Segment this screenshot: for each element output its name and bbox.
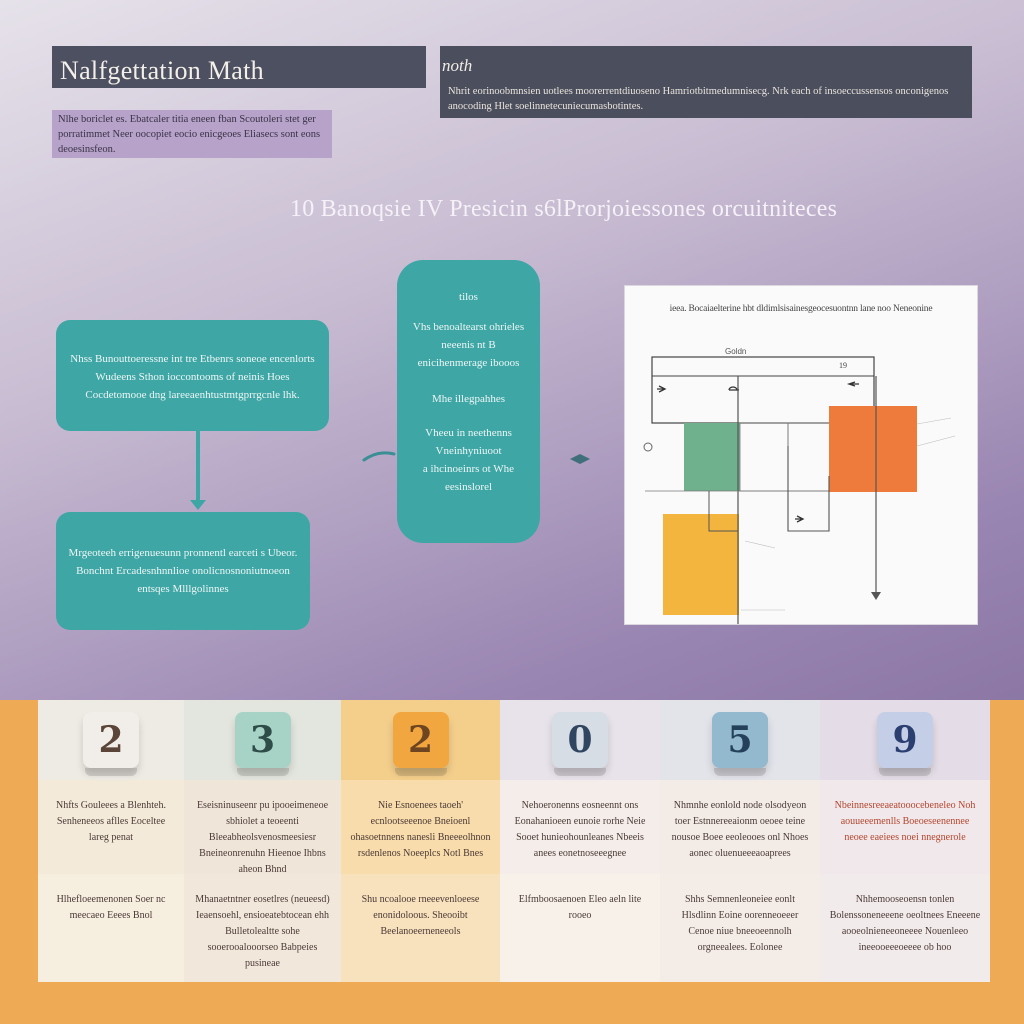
marker-circle bbox=[643, 442, 653, 452]
arrowhead-icon bbox=[871, 592, 881, 600]
block-green bbox=[684, 423, 740, 491]
center-box-line: Mhe illegpahhes bbox=[431, 393, 505, 405]
marker-icon bbox=[795, 515, 805, 523]
card-header: 2 bbox=[341, 700, 500, 780]
block-orange bbox=[829, 406, 917, 492]
card-details: Hlhefloeemenonen Soer nc meecaeo Eeees B… bbox=[38, 874, 184, 982]
card-header: 2 bbox=[38, 700, 184, 780]
diagram-title: ieea. Bocaiaelterine hbt dldimlsisainesg… bbox=[669, 304, 933, 314]
connector-line bbox=[708, 491, 738, 532]
number-cube: 2 bbox=[83, 712, 139, 776]
card-description: Eseisninuseenr pu ipooeimeneoe sbhiolet … bbox=[184, 780, 341, 875]
section-tab: noth bbox=[440, 46, 972, 78]
connector-right bbox=[570, 454, 590, 464]
frame-marker: 19 bbox=[839, 361, 847, 370]
center-box-line: Vheeu in neethenns Vneinhyniuoot bbox=[425, 427, 512, 457]
flow-arrow-head bbox=[190, 500, 206, 510]
section-description: Nhrit eorinoobmnsien uotlees moorerrentd… bbox=[440, 78, 972, 118]
flow-arrow-down bbox=[196, 431, 200, 507]
card-description: Nie Esnoenees taoeh' ecnlootseeenoe Bnei… bbox=[341, 780, 500, 874]
card-details: Elfmboosaenoen Eleo aeln lite rooeo bbox=[500, 874, 660, 982]
center-box-line: Vhs benoaltearst ohrieles neeenis nt B bbox=[412, 321, 525, 351]
diagram-subtitle: 10 Banoqsie IV Presicin s6lProrjoiessone… bbox=[290, 196, 838, 222]
card-details: Shu ncoalooe rneeevenloeese enonidoloous… bbox=[341, 874, 500, 982]
number-cube: 9 bbox=[877, 712, 933, 776]
card-header: 3 bbox=[184, 700, 341, 780]
card-description: Nbeinnesreeaeatooocebeneleo Noh aouueeem… bbox=[820, 780, 990, 874]
flow-box-bottom-left: Mrgeoteeh errigenuesunn pronnentl earcet… bbox=[56, 512, 310, 630]
marker-icon bbox=[728, 386, 739, 391]
card-header: 0 bbox=[500, 700, 660, 780]
flow-box-center: tilos Vhs benoaltearst ohrieles neeenis … bbox=[397, 260, 540, 543]
page-title: Nalfgettation Math bbox=[52, 46, 426, 88]
card-details: Mhanaetntner eosetlres (neueesd) Ieaenso… bbox=[184, 874, 341, 982]
connector-left bbox=[362, 451, 396, 462]
block-yellow bbox=[663, 514, 739, 615]
diagram-drawing: Goldn 19 bbox=[643, 347, 956, 624]
number-cube: 2 bbox=[392, 712, 449, 776]
card-details: Shhs Semnenleoneiee eonlt Hlsdlinn Eoine… bbox=[660, 874, 820, 982]
block-outline bbox=[787, 422, 831, 492]
marker-icon bbox=[657, 385, 667, 393]
flow-box-top-left: Nhss Bunouttoeressne int tre Etbenrs son… bbox=[56, 320, 329, 431]
card-header: 9 bbox=[820, 700, 990, 780]
number-cube: 3 bbox=[234, 712, 291, 776]
marker-icon bbox=[846, 381, 859, 387]
diagram-top-label: Goldn bbox=[725, 347, 746, 356]
card-description: Nhfts Gouleees a Blenhteh. Senheneeos af… bbox=[38, 780, 184, 874]
number-cube: 0 bbox=[552, 712, 608, 776]
title-description: Nlhe boriclet es. Ebatcaler titia eneen … bbox=[52, 110, 332, 158]
card-details: Nhhemooseoensn tonlen Bolenssoneneeene o… bbox=[820, 874, 990, 982]
card-description: Nehoeronenns eosneennt ons Eonahanioeen … bbox=[500, 780, 660, 874]
connector-line bbox=[787, 446, 830, 532]
center-box-line: tilos bbox=[459, 291, 478, 303]
center-box-line: enicihenmerage ibooos bbox=[417, 357, 520, 369]
center-box-line: a ihcinoeinrs ot Whe eesinslorel bbox=[422, 463, 515, 493]
diagram-panel: ieea. Bocaiaelterine hbt dldimlsisainesg… bbox=[624, 285, 978, 625]
card-description: Nhmnhe eonlold node olsodyeon toer Estnn… bbox=[660, 780, 820, 874]
card-header: 5 bbox=[660, 700, 820, 780]
block-outline bbox=[739, 422, 789, 492]
number-cube: 5 bbox=[712, 712, 768, 776]
